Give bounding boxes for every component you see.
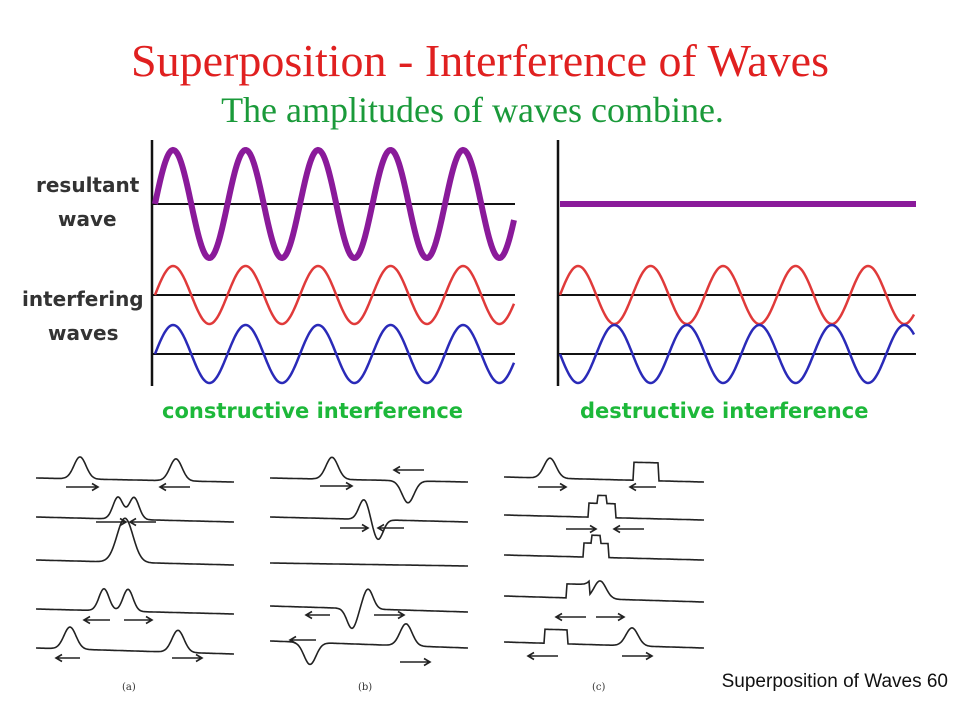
pulse-line: [504, 579, 704, 603]
pulse-arrow: [628, 482, 656, 492]
pulse-line: [36, 517, 234, 566]
pulse-line: [36, 456, 234, 483]
label-resultant: resultant: [36, 173, 140, 197]
label-waves: waves: [48, 321, 118, 345]
pulse-line: [504, 457, 704, 483]
page-subtitle: The amplitudes of waves combine.: [221, 90, 724, 130]
label-interfering: interfering: [22, 287, 144, 311]
pulse-arrow: [340, 523, 370, 533]
pulse-arrow: [622, 651, 654, 661]
pulse-arrow: [320, 481, 354, 491]
pulse-arrow: [128, 517, 156, 527]
constructive-caption: constructive interference: [162, 399, 463, 423]
pulse-arrow: [288, 635, 316, 645]
pulse-arrow: [172, 653, 204, 663]
pulse-line: [504, 494, 704, 521]
pulse-line: [504, 534, 704, 561]
pulse-line: [270, 562, 468, 567]
constructive-blue-wave: [153, 323, 516, 385]
pulse-arrow: [82, 615, 110, 625]
pulse-arrow: [400, 657, 432, 667]
pulse-line: [270, 498, 468, 541]
page-title: Superposition - Interference of Waves: [131, 35, 829, 86]
pulse-arrow: [124, 615, 154, 625]
pulse-arrow: [612, 524, 644, 534]
panel-label-b: (b): [358, 682, 372, 693]
pulse-line: [504, 626, 704, 649]
constructive-red-wave: [153, 264, 516, 326]
pulse-line: [36, 587, 234, 615]
pulse-arrow: [54, 653, 80, 663]
destructive-caption: destructive interference: [580, 399, 868, 423]
pulse-arrow: [304, 610, 330, 620]
pulse-arrow: [526, 651, 558, 661]
slide-footer: Superposition of Waves 60: [721, 671, 948, 692]
pulse-line: [270, 456, 468, 504]
pulse-arrow: [596, 612, 626, 622]
pulse-arrow: [566, 524, 598, 534]
destructive-blue-wave: [558, 323, 916, 385]
panel-label-a: (a): [122, 682, 136, 693]
pulse-arrow: [158, 482, 190, 492]
destructive-red-wave: [558, 264, 916, 326]
destructive-panel: [556, 140, 916, 386]
pulse-arrow: [376, 523, 404, 533]
pulse-diagrams: [36, 456, 704, 667]
pulse-line: [270, 588, 468, 630]
pulse-line: [36, 626, 234, 655]
panel-label-c: (c): [592, 682, 606, 693]
pulse-line: [270, 622, 468, 666]
pulse-line: [36, 496, 234, 523]
pulse-arrow: [66, 482, 100, 492]
pulse-arrow: [374, 610, 406, 620]
pulse-arrow: [554, 612, 586, 622]
constructive-resultant-wave: [152, 146, 517, 262]
pulse-arrow: [538, 482, 568, 492]
label-wave: wave: [58, 207, 117, 231]
pulse-arrow: [392, 465, 424, 475]
constructive-panel: [150, 140, 517, 386]
